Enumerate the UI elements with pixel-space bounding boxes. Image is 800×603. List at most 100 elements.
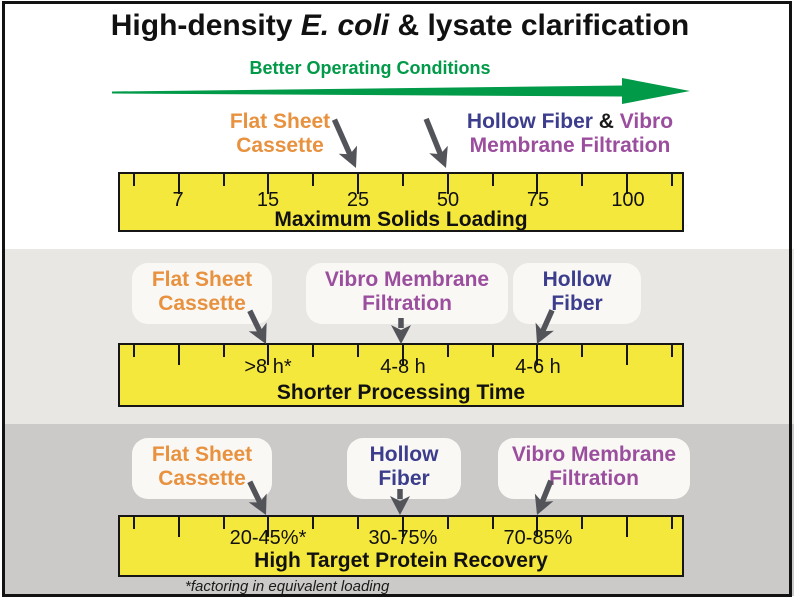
tick-mark — [267, 517, 270, 537]
scale-title: High Target Protein Recovery — [254, 549, 548, 572]
callout-line: Filtration — [549, 467, 639, 491]
tick-mark — [626, 174, 629, 194]
callout-vibro-membrane-filtration: Vibro Membrane Filtration — [306, 263, 508, 324]
tick-mark — [401, 517, 404, 537]
callout-hollow-fiber: Hollow Fiber — [513, 263, 641, 324]
tick-mark — [222, 517, 225, 529]
tick-mark — [357, 345, 360, 357]
pointer-arrow-icon — [247, 480, 267, 515]
tick-mark — [222, 174, 225, 186]
pointer-arrow-icon — [331, 118, 358, 168]
tick-marks — [133, 345, 673, 365]
tick-marks — [133, 174, 673, 194]
callout-vibro-membrane-filtration: Vibro Membrane Filtration — [498, 438, 690, 499]
scale-value: 50 — [436, 189, 460, 211]
tick-mark — [670, 174, 673, 186]
tick-mark — [491, 174, 494, 186]
title-species: E. coli — [300, 9, 390, 42]
callout-flat-sheet-cassette: Flat Sheet Cassette — [132, 438, 272, 499]
callout-line: Cassette — [158, 292, 246, 316]
tick-mark — [491, 345, 494, 357]
callout-line: Vibro Membrane — [511, 443, 677, 466]
tick-mark — [357, 174, 360, 194]
tick-mark — [491, 517, 494, 529]
tick-mark — [133, 517, 135, 529]
callout-hollow-fiber-vibro: Hollow Fiber & Vibro Membrane Filtration — [445, 110, 695, 159]
tick-mark — [177, 517, 180, 537]
tick-mark — [670, 517, 673, 529]
tick-mark — [222, 345, 225, 357]
tick-mark — [581, 517, 584, 529]
callout-line: Flat Sheet — [151, 443, 253, 466]
scale-value: 25 — [346, 189, 370, 211]
pointer-arrow-icon — [247, 309, 267, 344]
tick-mark — [312, 174, 315, 186]
tick-mark — [581, 174, 584, 186]
page-title: High-density E. coli & lysate clarificat… — [0, 9, 800, 43]
vibro-text: Vibro — [619, 110, 674, 133]
scale-value: >8 h* — [244, 356, 292, 378]
tick-mark — [536, 345, 539, 365]
pointer-arrow-icon — [534, 479, 554, 515]
tick-mark — [401, 174, 404, 186]
pointer-arrow-icon — [390, 489, 410, 515]
callout-line: Fiber — [551, 292, 603, 316]
scale-value: 4-8 h — [380, 356, 426, 378]
tick-mark — [312, 517, 315, 529]
callout-line: Hollow Fiber & Vibro — [445, 110, 695, 134]
scale-value: 7 — [172, 189, 184, 211]
tick-marks — [133, 517, 673, 537]
pointer-arrow-icon — [423, 117, 448, 168]
tick-mark — [177, 345, 180, 365]
pointer-arrow-icon — [391, 318, 411, 344]
tick-mark — [446, 517, 449, 529]
callout-line: Cassette — [236, 134, 324, 158]
title-prefix: High-density — [110, 9, 301, 42]
tick-mark — [536, 174, 539, 194]
hollow-fiber-text: Hollow Fiber — [466, 110, 593, 133]
ruler-processing-time: >8 h* 4-8 h 4-6 h Shorter Processing Tim… — [118, 343, 684, 407]
tick-mark — [401, 345, 404, 365]
callout-line: Vibro Membrane — [324, 268, 490, 291]
ruler-max-solids-loading: 7 15 25 50 75 100 Maximum Solids Loading — [118, 172, 684, 232]
tick-mark — [626, 517, 629, 537]
callout-line: Fiber — [378, 467, 430, 491]
callout-hollow-fiber: Hollow Fiber — [347, 438, 461, 499]
scale-value: 30-75% — [368, 527, 438, 549]
scale-title: Maximum Solids Loading — [274, 208, 528, 231]
callout-line: Cassette — [158, 467, 246, 491]
callout-line: Filtration — [362, 292, 452, 316]
callout-line: Flat Sheet — [151, 268, 253, 291]
callout-line: Hollow — [542, 268, 612, 291]
tick-mark — [536, 517, 539, 537]
callout-flat-sheet-cassette: Flat Sheet Cassette — [195, 110, 365, 159]
ampersand-text: & — [592, 110, 620, 133]
tick-mark — [626, 345, 629, 365]
scale-value: 4-6 h — [515, 356, 561, 378]
title-suffix: & lysate clarification — [389, 9, 690, 42]
scale-value: 100 — [611, 189, 645, 211]
scale-value: 15 — [256, 189, 280, 211]
scale-value: 75 — [526, 189, 550, 211]
tick-mark — [133, 174, 135, 186]
tick-mark — [312, 345, 315, 357]
tick-mark — [177, 174, 180, 194]
footnote: *factoring in equivalent loading — [185, 578, 390, 595]
better-conditions-label: Better Operating Conditions — [249, 58, 491, 78]
tick-mark — [581, 345, 584, 357]
tick-mark — [267, 345, 270, 365]
tick-mark — [446, 345, 449, 357]
better-conditions-arrow-icon — [112, 78, 690, 104]
pointer-arrow-icon — [535, 309, 555, 344]
tick-mark — [267, 174, 270, 194]
scale-value: 70-85% — [503, 527, 573, 549]
callout-flat-sheet-cassette: Flat Sheet Cassette — [132, 263, 272, 324]
tick-mark — [670, 345, 673, 357]
tick-mark — [133, 345, 135, 357]
callout-line: Hollow — [369, 443, 439, 466]
tick-mark — [446, 174, 449, 194]
tick-mark — [357, 517, 360, 529]
callout-line: Flat Sheet — [229, 110, 331, 133]
scale-value: 20-45%* — [229, 527, 307, 549]
